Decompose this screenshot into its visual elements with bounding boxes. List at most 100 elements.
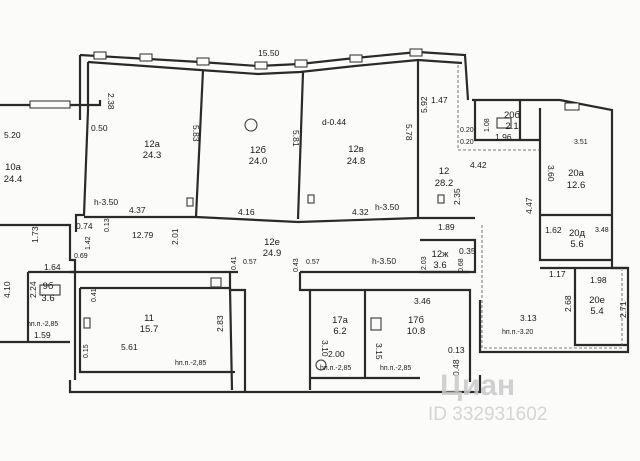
room-20e-area: 5.4: [590, 306, 603, 317]
dim-013: 0.13: [104, 218, 111, 232]
room-20a-area: 12.6: [567, 180, 586, 191]
dim-069: 0.69: [74, 253, 88, 260]
window-6: [349, 54, 363, 63]
dim-068: 0.68: [458, 258, 465, 272]
room-17-walls: [310, 288, 472, 382]
room-12e-label: 12е: [264, 237, 280, 248]
watermark-brand: Циан: [440, 369, 515, 402]
room-20a-label: 20а: [568, 168, 585, 179]
dim-315: 3.15: [374, 343, 384, 360]
dim-164: 1.64: [44, 262, 61, 272]
dim-432: 4.32: [352, 207, 369, 217]
room-12zh-area: 3.6: [433, 260, 446, 271]
bottom-outline: [68, 375, 482, 394]
dim-578: 5.78: [404, 124, 414, 141]
fixture-11-a: [210, 277, 222, 288]
dim-043: 0.43: [293, 258, 300, 272]
dim-224: 2.24: [28, 281, 38, 298]
facade-outer: [79, 50, 470, 101]
fixtures: [39, 117, 512, 371]
dim-437: 4.37: [129, 205, 146, 215]
dim-268: 2.68: [563, 295, 573, 312]
height-b350-c: h-3.50: [372, 256, 396, 266]
dim-592: 5.92: [419, 96, 429, 113]
room-20b-area: 2.1: [505, 121, 518, 132]
room-12zh-walls: [420, 238, 477, 274]
fixture-20b: [496, 117, 512, 129]
room-20a-walls: [538, 108, 612, 262]
dim-442: 4.42: [470, 160, 487, 170]
dim-313: 3.13: [520, 313, 537, 323]
dim-142: 1.42: [85, 236, 92, 250]
window-1: [93, 51, 107, 60]
window-4: [254, 61, 268, 70]
height-marks: h-3.50 h-3.50 h-3.50 d-0.44 hп.п.-2,85 h…: [27, 117, 533, 372]
window-7: [409, 48, 423, 57]
dim-410: 4.10: [2, 281, 12, 298]
window-2: [139, 53, 153, 62]
dim-235: 2.35: [452, 188, 462, 205]
room-12a-label: 12а: [144, 139, 161, 150]
room-9b-area: 3.6: [41, 293, 54, 304]
dim-271: 2.71: [618, 301, 628, 318]
room-9b-walls: [0, 270, 75, 344]
room-20b-label: 20б: [504, 110, 521, 121]
windows: [29, 48, 580, 111]
dim-173: 1.73: [30, 226, 40, 243]
dim-035: 0.35: [459, 246, 476, 256]
room-17b-label: 17б: [408, 315, 425, 326]
height-np-285-d: hп.п.-2,85: [380, 365, 411, 372]
room-10a-label: 10а: [5, 162, 22, 173]
height-np-285-b: hп.п.-2,85: [175, 360, 206, 367]
dim-346: 3.46: [414, 296, 431, 306]
room-12zh-label: 12ж: [432, 249, 450, 260]
room-12-area: 28.2: [435, 178, 454, 189]
room-12v-area: 24.8: [347, 156, 366, 167]
fixture-9b: [39, 284, 61, 296]
dim-198: 1.98: [590, 275, 607, 285]
room-12-label: 12: [439, 166, 450, 177]
dim-074: 0.74: [76, 221, 93, 231]
right-wing-dashed: [457, 65, 623, 349]
room-20e-label: 20е: [589, 295, 605, 306]
room-12b-area: 24.0: [249, 156, 268, 167]
room-17b-area: 10.8: [407, 326, 426, 337]
dim-203: 2.03: [421, 256, 428, 270]
height-np-320: hп.п.-3.20: [502, 329, 533, 336]
dim-020: 0.20: [460, 127, 474, 134]
room-17a-label: 17а: [332, 315, 349, 326]
dim-041: 0.41: [231, 256, 238, 270]
room-11-area: 15.7: [140, 324, 159, 335]
dim-147: 1.47: [431, 95, 448, 105]
dim-048: 0.48: [451, 359, 461, 376]
dim-348: 3.48: [595, 227, 609, 234]
watermark-id: ID 332931602: [428, 404, 547, 425]
dim-162: 1.62: [545, 225, 562, 235]
partition-12b-12v: [296, 71, 305, 220]
height-np-285-c: hп.п.-2,85: [320, 365, 351, 372]
dim-196: 1.96: [495, 132, 512, 142]
dim-360: 3.60: [546, 165, 556, 182]
dimensions: 15.50 5.20 2.38 0.50 5.83 5.81 5.78 5.92…: [2, 48, 628, 376]
room-labels: 10а 24.4 12а 24.3 12б 24.0 12в 24.8 12 2…: [4, 110, 605, 337]
room-11-walls: [78, 286, 235, 391]
room-17a-area: 6.2: [333, 326, 346, 337]
dim-1279: 12.79: [132, 230, 154, 240]
window-5: [294, 59, 308, 68]
fixture-12: [437, 194, 445, 204]
dim-200: 2.00: [328, 349, 345, 359]
room-12e-area: 24.9: [263, 248, 282, 259]
dim-520: 5.20: [4, 130, 21, 140]
partition-12a-12b: [194, 69, 205, 218]
height-b350-a: h-3.50: [94, 197, 118, 207]
height-d044: d-0.44: [322, 117, 346, 127]
dim-108: 1.08: [484, 118, 491, 132]
dim-159: 1.59: [34, 330, 51, 340]
facade-inner: [87, 58, 463, 76]
dim-201: 2.01: [170, 228, 180, 245]
height-b350-b: h-3.50: [375, 202, 399, 212]
window-8: [564, 102, 580, 111]
room-20d-label: 20д: [569, 228, 586, 239]
window-3: [196, 57, 210, 66]
